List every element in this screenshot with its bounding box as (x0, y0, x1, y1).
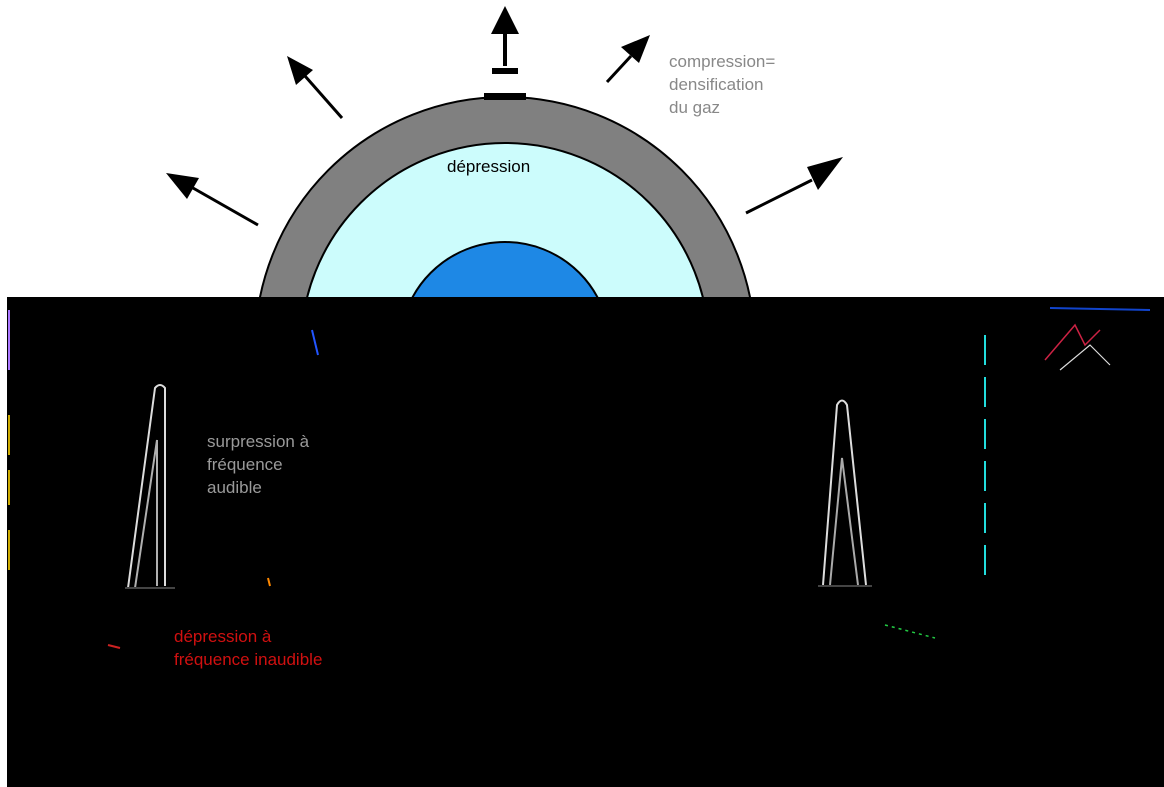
surpression-label: surpression à fréquence audible (207, 430, 309, 499)
panel-artifacts (8, 307, 1151, 649)
depression-center-label: dépression (447, 157, 531, 176)
top-marker (484, 93, 526, 100)
depression-inaudible-label-line: fréquence inaudible (174, 650, 323, 669)
outward-arrow-icon (605, 35, 650, 84)
outward-arrow-icon (491, 6, 519, 66)
compression-label: compression= densification du gaz (669, 50, 775, 119)
dark-panel (7, 297, 1164, 787)
depression-inaudible-label-line: dépression à (174, 627, 272, 646)
right-pressure-peak (818, 399, 872, 587)
surpression-label-line: surpression à (207, 432, 310, 451)
wavefront-tick (492, 68, 518, 74)
compression-label-line: densification (669, 75, 764, 94)
surpression-label-line: fréquence (207, 455, 283, 474)
surpression-label-line: audible (207, 478, 262, 497)
compression-label-line: du gaz (669, 98, 721, 117)
outward-arrows (166, 6, 843, 227)
outward-arrow-icon (287, 56, 344, 119)
inner-core (411, 241, 599, 297)
depression-inaudible-label: dépression à fréquence inaudible (174, 625, 322, 671)
expanding-wave (259, 68, 751, 297)
outward-arrow-icon (166, 173, 259, 227)
left-pressure-peak (125, 384, 175, 589)
compression-label-line: compression= (669, 52, 776, 71)
depression-zone (306, 142, 704, 297)
outward-arrow-icon (745, 157, 843, 215)
